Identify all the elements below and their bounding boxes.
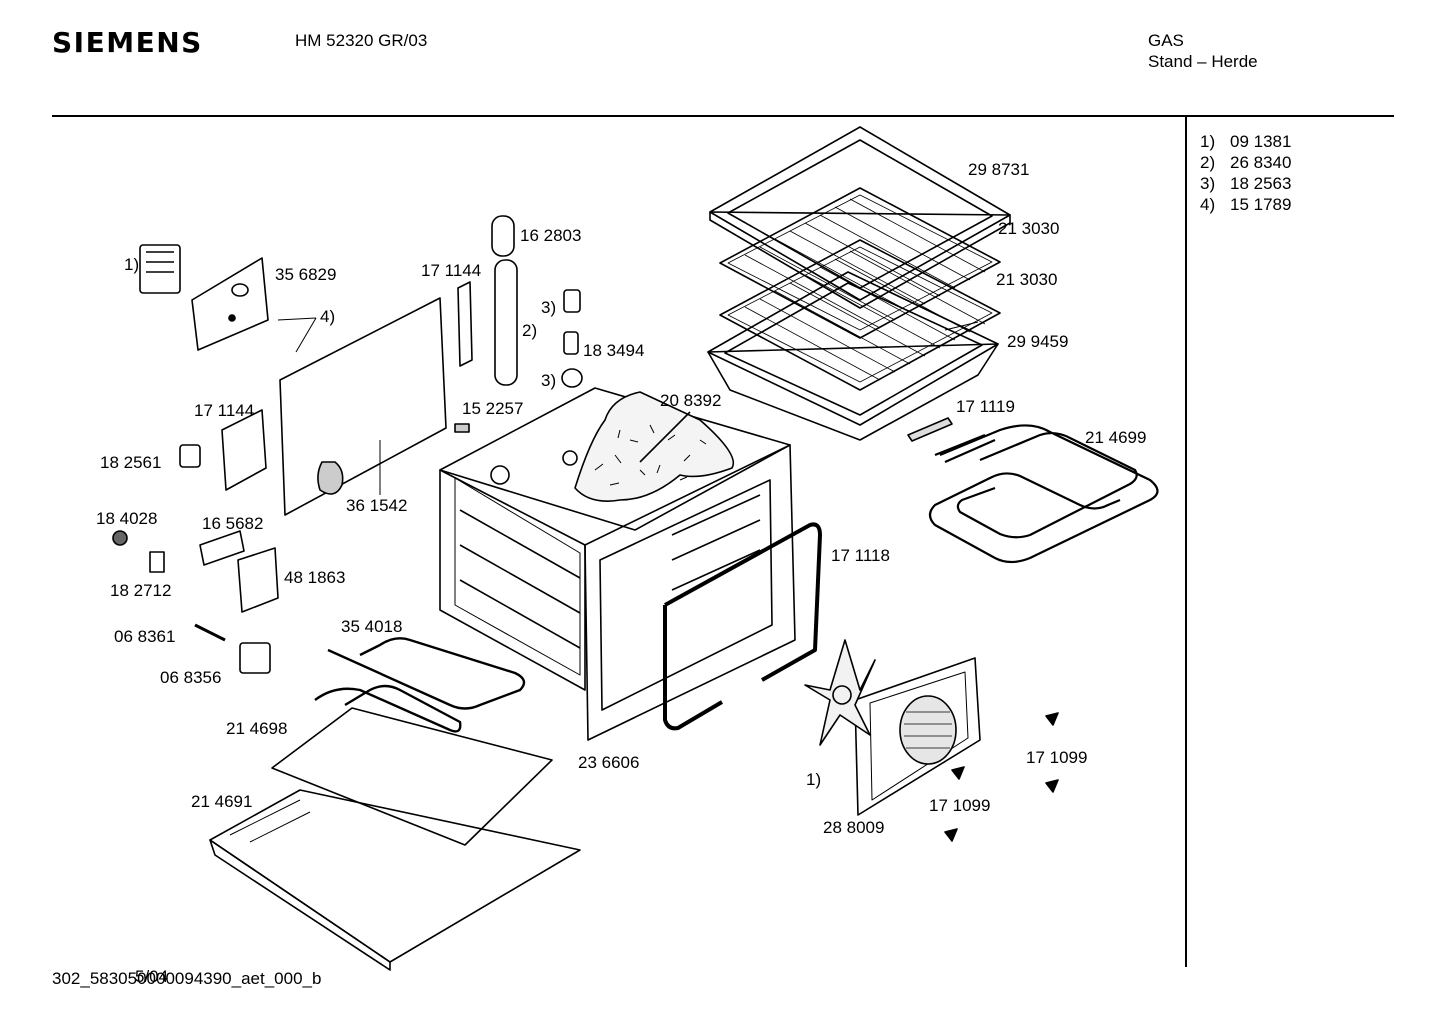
ref-label: 1) xyxy=(124,255,139,274)
part-label: 06 8356 xyxy=(160,668,221,687)
header-divider xyxy=(52,115,1394,117)
part-label: 23 6606 xyxy=(578,753,639,772)
part-label: 35 4018 xyxy=(341,617,402,636)
part-label: 06 8361 xyxy=(114,627,175,646)
fan-wheel xyxy=(804,639,876,746)
legend-item: 1)09 1381 xyxy=(1200,132,1292,151)
part-label: 21 4698 xyxy=(226,719,287,738)
ref-label: 4) xyxy=(320,307,335,326)
baking-tray-deep xyxy=(707,271,999,441)
legend-divider xyxy=(1185,117,1187,967)
part-label: 15 2257 xyxy=(462,399,523,418)
legend-item: 2)26 8340 xyxy=(1200,153,1292,172)
switch-assembly xyxy=(139,244,181,294)
part-label: 17 1118 xyxy=(831,546,890,565)
part-label: 18 2712 xyxy=(110,581,171,600)
part-label: 18 2561 xyxy=(100,453,161,472)
brand-logo: SIEMENS xyxy=(52,26,203,59)
category-gas: GAS xyxy=(1148,31,1184,50)
gas-pipe xyxy=(491,215,518,386)
part-label: 17 1119 xyxy=(956,397,1015,416)
injector-nozzles xyxy=(561,289,583,388)
part-label: 29 9459 xyxy=(1007,332,1068,351)
part-label: 20 8392 xyxy=(660,391,721,410)
part-label: 18 3494 xyxy=(583,341,644,360)
part-label: 17 1099 xyxy=(929,796,990,815)
element-bracket xyxy=(907,417,953,442)
legend-item: 4)15 1789 xyxy=(1200,195,1292,214)
part-label: 36 1542 xyxy=(346,496,407,515)
part-label: 16 5682 xyxy=(202,514,263,533)
small-fittings xyxy=(112,423,470,674)
part-label: 17 1144 xyxy=(421,261,481,280)
part-label: 18 4028 xyxy=(96,509,157,528)
top-heating-element xyxy=(928,424,1159,564)
leader-lines xyxy=(277,317,979,495)
base-tray xyxy=(209,789,581,971)
part-label: 21 4691 xyxy=(191,792,252,811)
ref-label: 3) xyxy=(541,371,556,390)
bottom-plate xyxy=(271,707,553,846)
oven-cavity xyxy=(439,387,796,741)
control-bracket xyxy=(191,257,269,351)
insulation-mat xyxy=(574,391,734,502)
part-label: 21 4699 xyxy=(1085,428,1146,447)
wire-rack-1 xyxy=(719,187,1001,339)
doc-overprint: 5/04 xyxy=(135,967,169,986)
model-number: HM 52320 GR/03 xyxy=(295,31,428,50)
ref-label: 1) xyxy=(806,770,821,789)
fan-cover xyxy=(854,657,981,816)
side-panel xyxy=(279,297,447,516)
doc-code: 302_583050000094390_aet_000_b xyxy=(52,969,322,988)
part-label: 35 6829 xyxy=(275,265,336,284)
ref-label: 2) xyxy=(522,321,537,340)
screws xyxy=(944,712,1059,842)
wire-rack-2 xyxy=(719,239,1001,391)
part-label: 21 3030 xyxy=(998,219,1059,238)
part-label: 17 1099 xyxy=(1026,748,1087,767)
part-label: 17 1144 xyxy=(194,401,254,420)
category-type: Stand – Herde xyxy=(1148,52,1258,71)
part-label: 21 3030 xyxy=(996,270,1057,289)
part-label: 29 8731 xyxy=(968,160,1029,179)
hinge-bracket xyxy=(221,281,473,491)
part-label: 48 1863 xyxy=(284,568,345,587)
legend-item: 3)18 2563 xyxy=(1200,174,1292,193)
door-seal xyxy=(663,522,822,731)
ref-label: 3) xyxy=(541,298,556,317)
part-label: 28 8009 xyxy=(823,818,884,837)
bottom-heating-element xyxy=(314,637,526,733)
part-label: 16 2803 xyxy=(520,226,581,245)
